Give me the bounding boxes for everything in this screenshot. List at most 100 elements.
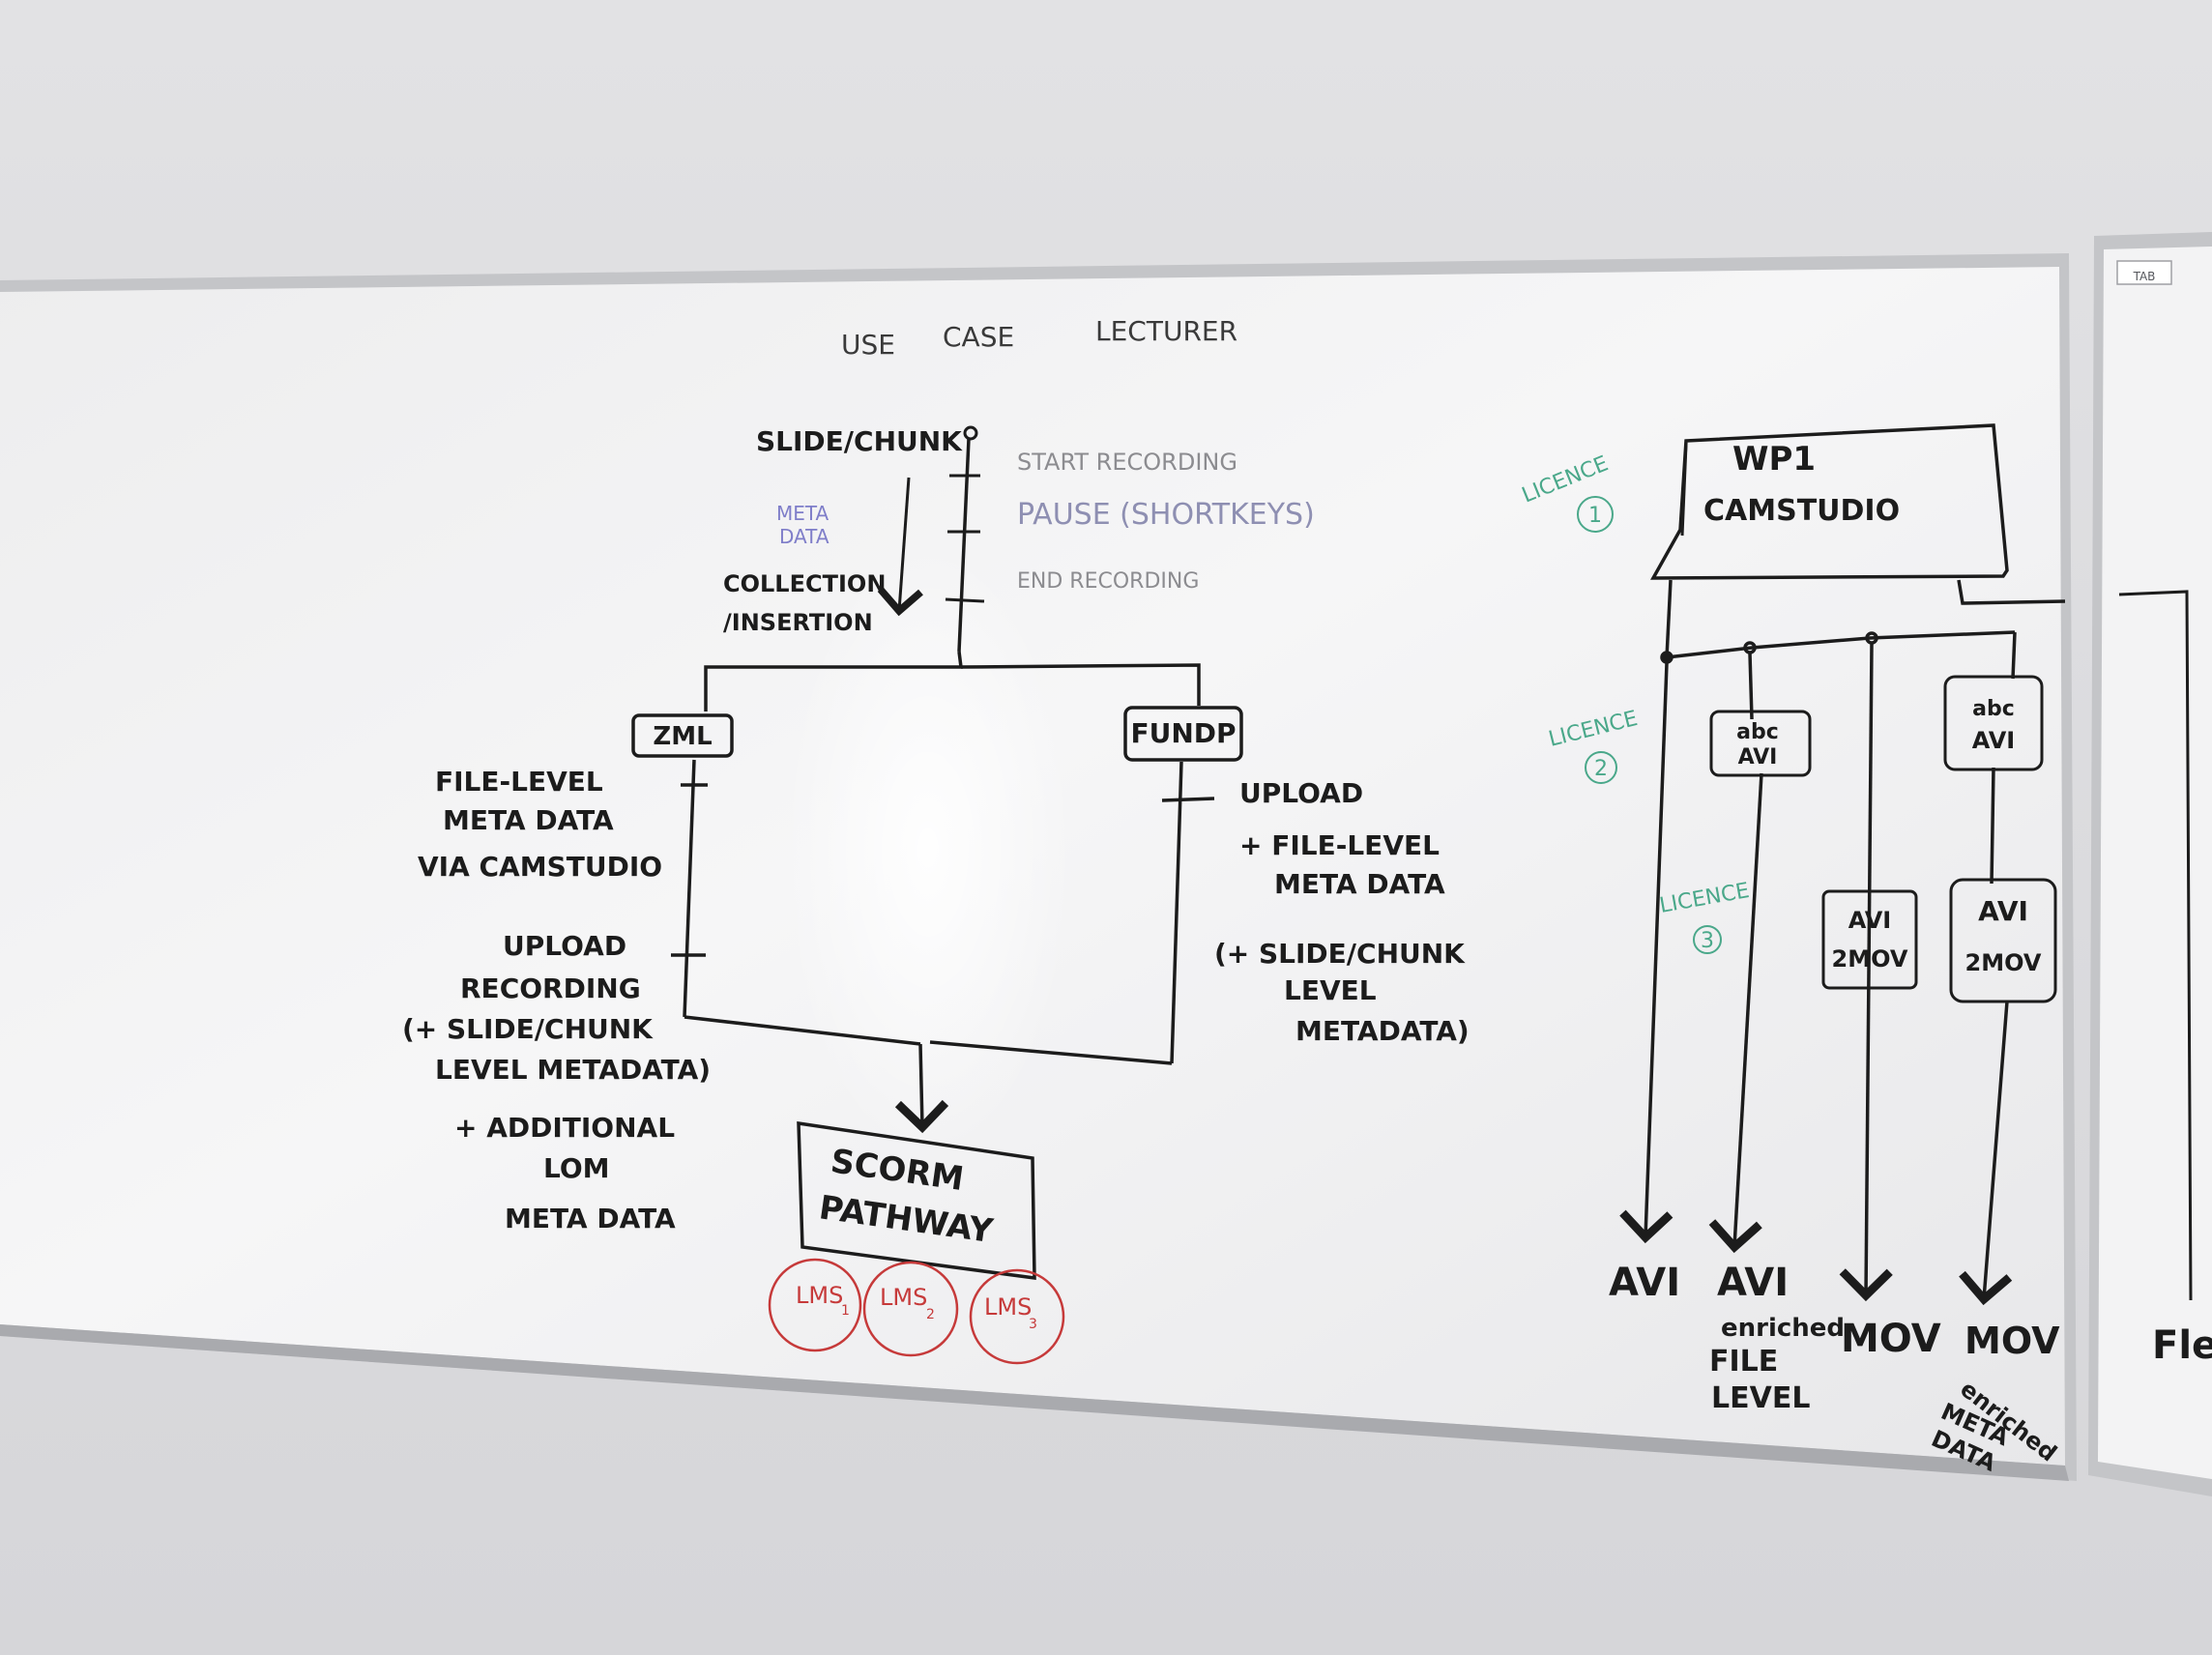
right-tick-1 (1161, 797, 1215, 802)
meta-label-line2: DATA (779, 525, 830, 548)
licence-2-number: 2 (1594, 757, 1608, 781)
export-bus (1666, 630, 2016, 659)
avi-enriched-output-line (1708, 772, 1763, 1254)
avi-output-line (1619, 662, 1674, 1244)
avi-2mov-box-1-border (1821, 889, 1918, 990)
wp1-camstudio-box: WP1 CAMSTUDIO (1650, 423, 2009, 580)
abc-avi-box-2-line1: abc (1972, 697, 2015, 721)
abc-avi-2-in (2011, 631, 2017, 680)
process-paths (671, 759, 1215, 1134)
lms-1-circle (768, 1258, 862, 1352)
abc-avi-2-to-mov (1990, 767, 1995, 885)
second-board-text: Fle (2152, 1323, 2212, 1368)
board-title: USE CASE LECTURER (841, 315, 1237, 361)
right-note-5: LEVEL (1284, 974, 1377, 1006)
right-merge (929, 1040, 1173, 1065)
wp1-side-exit (1957, 579, 2066, 605)
wp1-label: WP1 (1732, 440, 1816, 479)
right-note-6: METADATA) (1295, 1015, 1470, 1047)
abc-avi-box-2-line2: AVI (1972, 727, 2015, 754)
lms-3: LMS 3 (969, 1268, 1065, 1365)
abc-avi-box-2: abc AVI (1943, 675, 2044, 771)
avi-2mov-box-2: AVI 2MOV (1949, 878, 2057, 1003)
left-note-9: LOM (543, 1152, 610, 1184)
zml-box: ZML (631, 713, 734, 758)
lms-targets: LMS 1 LMS 2 LMS 3 (768, 1258, 1065, 1365)
left-note-5: RECORDING (460, 973, 641, 1004)
lms-3-label: LMS (984, 1293, 1032, 1321)
licence-1-circle (1577, 496, 1614, 533)
right-path (1170, 761, 1183, 1064)
output-avi-enriched-line2: enriched (1721, 1314, 1845, 1343)
lms-2: LMS 2 (862, 1261, 959, 1357)
step-end-recording: END RECORDING (1017, 569, 1199, 594)
lms-2-label: LMS (880, 1284, 927, 1311)
tick-end (945, 597, 985, 603)
step-start-recording: START RECORDING (1017, 449, 1237, 476)
output-avi: AVI (1609, 1261, 1680, 1305)
step-pause: PAUSE (SHORTKEYS) (1017, 498, 1315, 532)
camstudio-label: CAMSTUDIO (1703, 494, 1900, 528)
avi-2mov-box-2-line2: 2MOV (1965, 949, 2042, 976)
timeline-start-dot (963, 425, 978, 441)
bus-node-2 (1743, 641, 1757, 654)
abc-avi-box-2-border (1943, 675, 2044, 771)
output-avi-enriched-line1: AVI (1717, 1261, 1789, 1305)
avi-2mov-box-2-line1: AVI (1978, 895, 2028, 927)
left-note-8: + ADDITIONAL (454, 1112, 675, 1144)
title-word-use: USE (841, 329, 895, 361)
left-merge (684, 1015, 921, 1046)
output-avi-enriched-line4: LEVEL (1711, 1381, 1810, 1415)
lms-2-circle (862, 1261, 959, 1357)
second-whiteboard: TAB Fle (2088, 232, 2212, 1496)
branch-left (704, 651, 963, 711)
merge-arrow (894, 1043, 949, 1134)
left-note-2: META DATA (443, 804, 614, 836)
abc-avi-box-1-border (1709, 710, 1812, 777)
logo-text: TAB (2133, 270, 2156, 283)
lms-1: LMS 1 (768, 1258, 862, 1352)
right-note-1: UPLOAD (1239, 777, 1363, 809)
wp1-box-border (1650, 423, 2009, 580)
output-avi-enriched-line3: FILE (1709, 1345, 1778, 1379)
abc-avi-box-1-line1: abc (1736, 720, 1779, 744)
right-note-2: + FILE-LEVEL (1239, 829, 1440, 861)
licence-3-number: 3 (1701, 929, 1714, 953)
fundp-box-border (1123, 706, 1243, 762)
title-word-case: CASE (943, 321, 1014, 353)
mov-enriched-output-line (1959, 1001, 2013, 1306)
export-tree-lines (1619, 579, 2066, 1306)
fundp-label: FUNDP (1130, 717, 1236, 749)
lms-2-sub: 2 (926, 1307, 935, 1322)
output-mov-enriched-line1: MOV (1965, 1320, 2060, 1362)
avi-2mov-box-1: AVI 2MOV (1821, 889, 1918, 990)
title-word-lecturer: LECTURER (1095, 315, 1237, 347)
format-boxes: abc AVI abc AVI AVI 2MOV AVI 2MOV (1709, 675, 2057, 1003)
left-notes: FILE-LEVEL META DATA VIA CAMSTUDIO UPLOA… (402, 766, 711, 1234)
output-mov: MOV (1841, 1317, 1941, 1361)
metadata-down-arrow (877, 477, 923, 617)
left-path (683, 759, 696, 1018)
abc-avi-1-in (1748, 653, 1754, 720)
timeline-top-label: SLIDE/CHUNK (756, 425, 963, 457)
zml-label: ZML (653, 722, 712, 751)
lms-1-sub: 1 (841, 1303, 850, 1319)
bus-node-1 (1660, 651, 1674, 664)
board-logo (2116, 260, 2172, 285)
abc-avi-box-1-line2: AVI (1738, 745, 1778, 769)
avi-2mov-box-2-border (1949, 878, 2057, 1003)
lms-3-sub: 3 (1029, 1317, 1037, 1332)
right-note-4: (+ SLIDE/CHUNK (1214, 938, 1466, 970)
lms-3-circle (969, 1268, 1065, 1365)
licences: LICENCE 1 LICENCE 2 LICENCE 3 (1519, 451, 1751, 954)
light-glare (783, 541, 1073, 1160)
collection-label-line2: /INSERTION (723, 609, 873, 636)
left-note-10: META DATA (505, 1203, 676, 1234)
bus-node-3 (1865, 631, 1878, 645)
avi-2mov-box-1-line1: AVI (1848, 907, 1891, 934)
left-note-7: LEVEL METADATA) (435, 1054, 711, 1086)
meta-label-line1: META (776, 502, 830, 525)
wp1-box-inner-line (1680, 444, 1688, 537)
branch-lines (704, 651, 1201, 711)
